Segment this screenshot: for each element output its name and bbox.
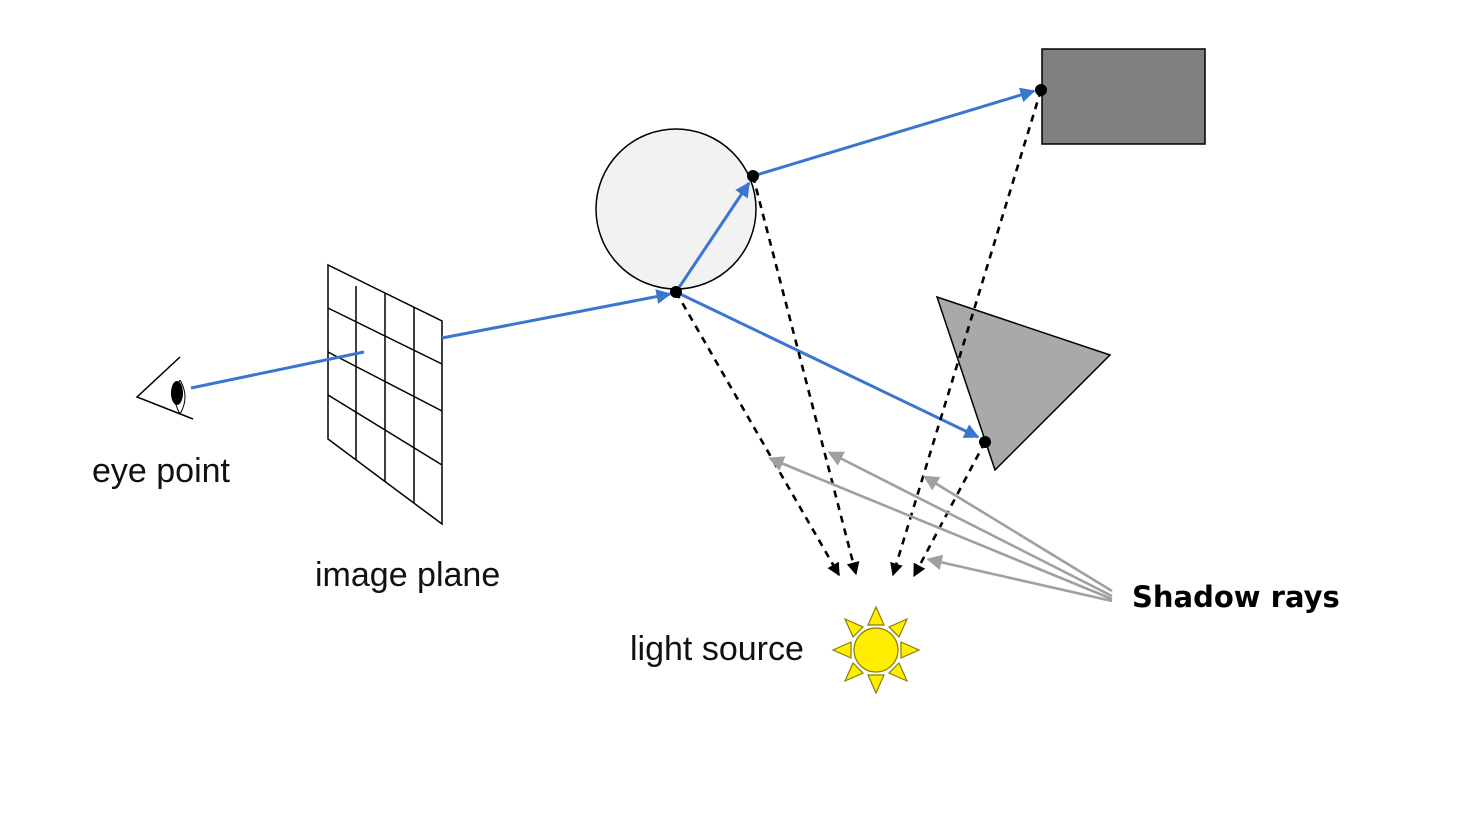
sun-icon — [831, 605, 921, 695]
intersection-points — [670, 84, 1047, 448]
light-source-label: light source — [630, 630, 804, 668]
reflected-ray-to-wedge — [675, 290, 980, 439]
primary-rays — [190, 87, 1036, 439]
eye-ray-continued — [441, 289, 672, 340]
eye-point-label: eye point — [92, 452, 231, 490]
image-plane-label: image plane — [315, 556, 500, 594]
box-object — [1041, 48, 1206, 145]
wedge-object — [935, 295, 1112, 472]
shadow-rays-label: Shadow rays — [1132, 580, 1340, 614]
reflected-ray-to-box — [752, 87, 1036, 178]
shadow-rays — [674, 89, 1043, 578]
image-plane-grid — [327, 263, 443, 526]
refracted-ray — [674, 181, 751, 293]
eye-ray — [190, 350, 365, 390]
annotation-arrows — [768, 451, 1113, 603]
eye-icon — [135, 356, 194, 420]
